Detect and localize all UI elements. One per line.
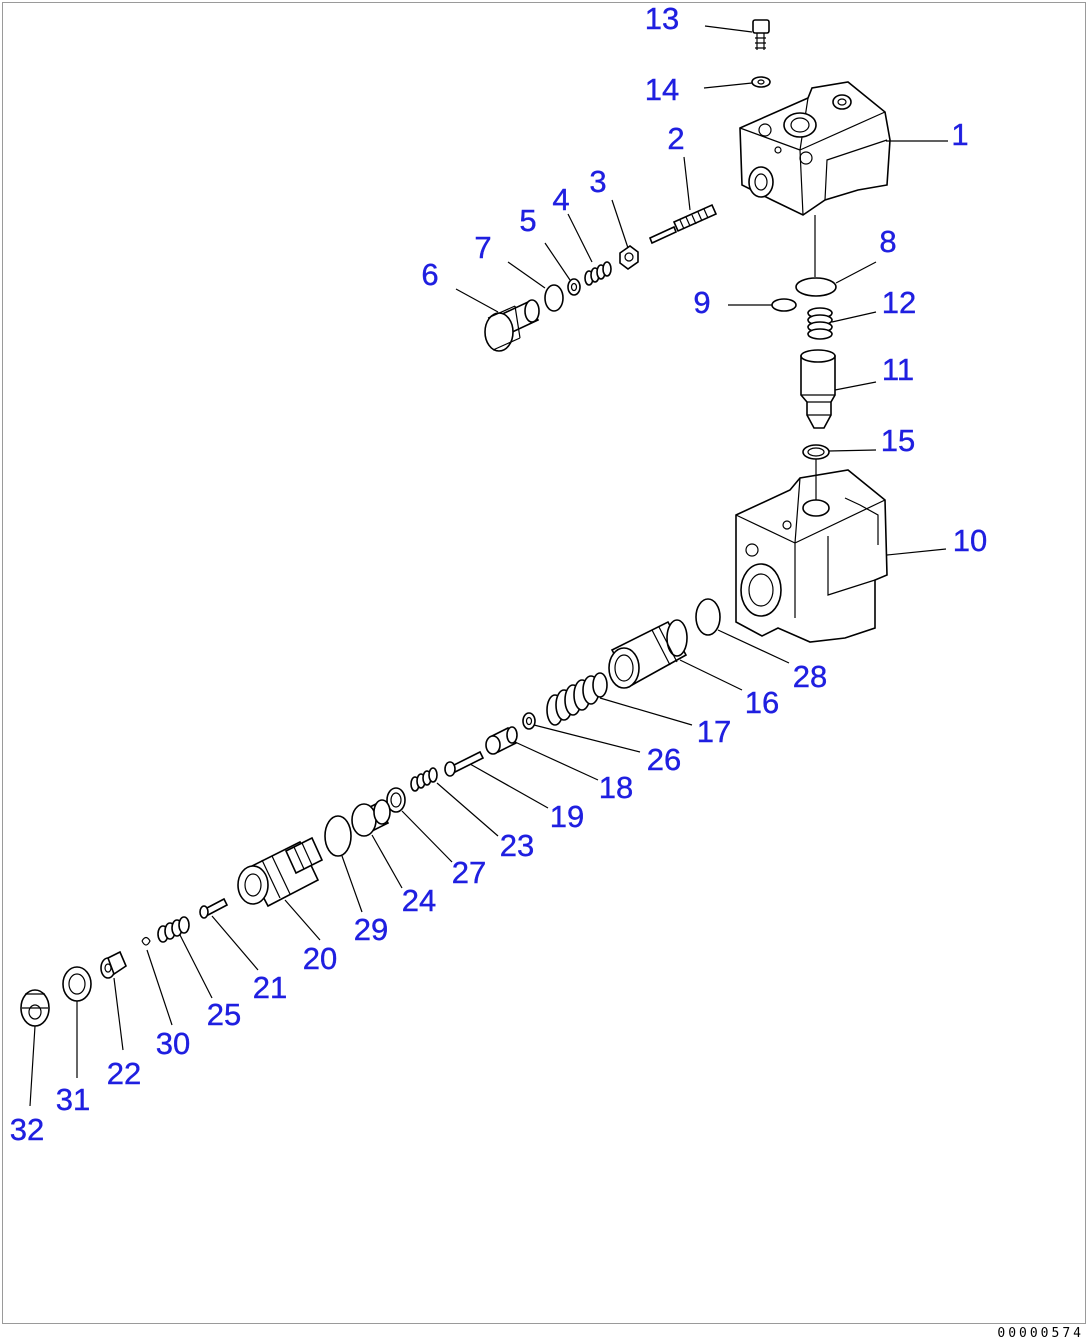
callout-22: 22 xyxy=(107,1056,141,1091)
part-23-spring xyxy=(410,767,438,792)
part-29-o-ring xyxy=(324,815,352,857)
callout-24: 24 xyxy=(402,883,436,918)
part-6-plug xyxy=(484,299,540,352)
part-27-ring xyxy=(386,787,406,813)
part-15-o-ring xyxy=(802,444,830,460)
callout-32: 32 xyxy=(10,1112,44,1147)
part-30-ring xyxy=(141,936,151,946)
callout-21: 21 xyxy=(253,970,287,1005)
callout-9: 9 xyxy=(693,285,710,320)
callout-16: 16 xyxy=(745,685,779,720)
part-5-ring xyxy=(567,278,581,296)
part-10-lower-body xyxy=(735,469,888,643)
callout-26: 26 xyxy=(647,742,681,777)
callout-15: 15 xyxy=(881,423,915,458)
part-1-upper-body xyxy=(739,81,891,216)
part-19-pin xyxy=(444,750,485,777)
part-17-spring xyxy=(546,672,608,726)
callout-20: 20 xyxy=(303,941,337,976)
part-25-spring xyxy=(157,916,190,943)
callout-17: 17 xyxy=(697,714,731,749)
callout-4: 4 xyxy=(552,182,569,217)
part-32-cap-nut xyxy=(20,989,50,1027)
callout-5: 5 xyxy=(519,203,536,238)
part-2-spool xyxy=(648,203,718,245)
callout-12: 12 xyxy=(882,285,916,320)
callout-2: 2 xyxy=(667,121,684,156)
part-20-valve xyxy=(237,836,324,908)
part-13-bolt xyxy=(752,19,770,50)
leader-lines xyxy=(29,25,948,1107)
callout-29: 29 xyxy=(354,912,388,947)
part-16-sleeve xyxy=(608,619,688,689)
callout-14: 14 xyxy=(645,72,679,107)
part-3-nut xyxy=(619,245,639,270)
callout-23: 23 xyxy=(500,828,534,863)
part-18-retainer xyxy=(485,726,518,755)
callout-27: 27 xyxy=(452,855,486,890)
part-9-o-ring xyxy=(771,298,797,312)
callout-10: 10 xyxy=(953,523,987,558)
part-28-o-ring xyxy=(695,598,721,636)
callout-1: 1 xyxy=(951,117,968,152)
callout-28: 28 xyxy=(793,659,827,694)
part-4-spring xyxy=(584,261,612,286)
part-31-lock-nut xyxy=(62,966,92,1002)
callout-11: 11 xyxy=(882,352,914,387)
callout-6: 6 xyxy=(421,257,438,292)
drawing-frame xyxy=(2,2,1086,1324)
callout-7: 7 xyxy=(474,230,491,265)
part-8-o-ring xyxy=(795,277,837,297)
callout-labels: 1 2 3 4 5 6 7 8 9 10 11 12 13 14 15 16 1… xyxy=(10,1,988,1147)
callout-31: 31 xyxy=(56,1082,90,1117)
part-7-o-ring xyxy=(544,284,564,312)
callout-8: 8 xyxy=(879,224,896,259)
part-12-spring xyxy=(807,307,833,340)
part-21-needle xyxy=(199,897,229,919)
callout-25: 25 xyxy=(207,997,241,1032)
part-14-washer xyxy=(751,76,771,88)
callout-18: 18 xyxy=(599,770,633,805)
part-22-adjust-screw xyxy=(100,950,127,979)
callout-30: 30 xyxy=(156,1026,190,1061)
drawing-number: 00000574 xyxy=(997,1326,1084,1341)
callout-19: 19 xyxy=(550,799,584,834)
callout-3: 3 xyxy=(589,164,606,199)
part-26-ring xyxy=(522,712,536,730)
callout-13: 13 xyxy=(645,1,679,36)
part-24-cap xyxy=(351,799,391,837)
part-11-poppet xyxy=(800,349,836,429)
